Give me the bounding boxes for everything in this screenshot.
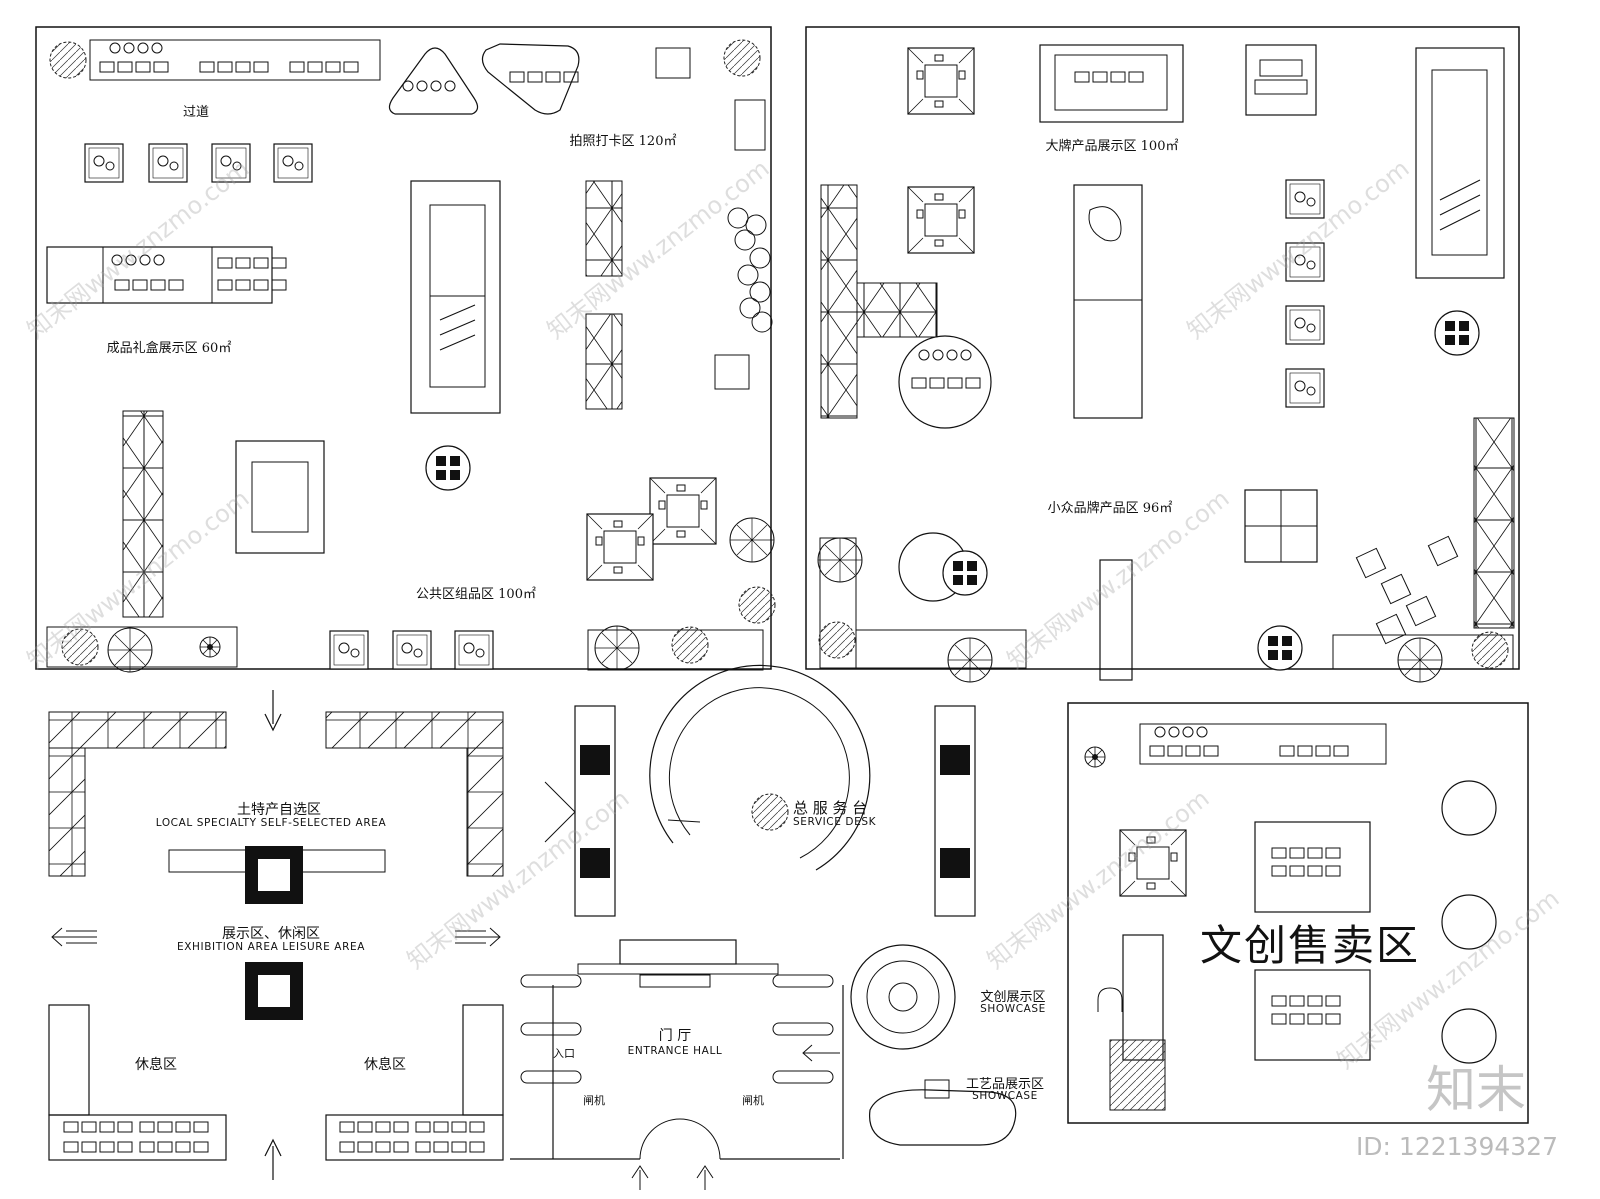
- label-gift-box-zone: 成品礼盒展示区 60㎡: [106, 341, 232, 356]
- label-rest-area-left: 休息区: [135, 1057, 177, 1073]
- label-entrance-hall-en: ENTRANCE HALL: [627, 1045, 723, 1057]
- label-service-desk-cn: 总 服 务 台: [793, 799, 868, 817]
- label-exhibition-cn: 展示区、休闲区: [222, 926, 320, 942]
- label-rest-area-right: 休息区: [364, 1057, 406, 1073]
- watermark-brand: 知末: [1426, 1061, 1526, 1119]
- label-service-desk-en: SERVICE DESK: [793, 816, 877, 828]
- label-gate-left: 闸机: [583, 1094, 605, 1107]
- label-local-specialty-cn: 土特产自选区: [237, 802, 321, 818]
- label-local-specialty-en: LOCAL SPECIALTY SELF-SELECTED AREA: [155, 817, 387, 829]
- watermark-id: ID: 1221394327: [1355, 1132, 1558, 1161]
- label-small-brand-zone: 小众品牌产品区 96㎡: [1047, 501, 1173, 516]
- label-craft-showcase-en: SHOWCASE: [972, 1090, 1038, 1102]
- label-creative-showcase-cn: 文创展示区: [980, 990, 1046, 1005]
- label-entrance-hall-cn: 门 厅: [658, 1028, 692, 1044]
- label-photo-zone: 拍照打卡区 120㎡: [569, 134, 677, 149]
- label-craft-showcase-cn: 工艺品展示区: [965, 1077, 1045, 1092]
- label-creative-sale-zone: 文创售卖区: [1199, 921, 1421, 970]
- label-big-brand-zone: 大牌产品展示区 100㎡: [1045, 139, 1179, 154]
- label-entrance: 入口: [553, 1047, 575, 1060]
- label-corridor: 过道: [182, 105, 210, 120]
- label-public-group-zone: 公共区组品区 100㎡: [416, 587, 536, 602]
- label-exhibition-en: EXHIBITION AREA LEISURE AREA: [176, 941, 366, 953]
- label-creative-showcase-en: SHOWCASE: [980, 1003, 1046, 1015]
- label-gate-right: 闸机: [742, 1094, 764, 1107]
